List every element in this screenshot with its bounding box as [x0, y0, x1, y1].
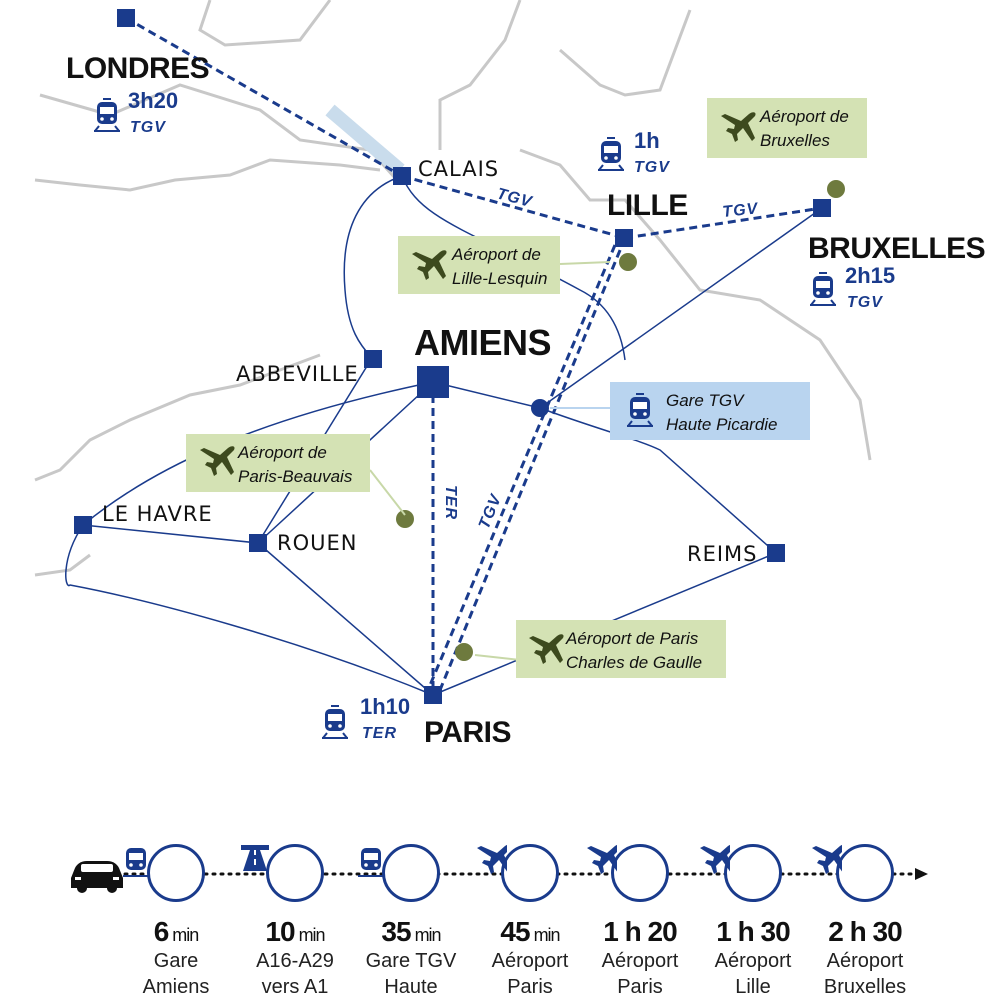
rail-lines [125, 16, 823, 695]
city-lille: LILLE [607, 189, 688, 222]
marker-paris [424, 686, 442, 704]
city-reims: REIMS [687, 542, 758, 566]
stop-duration: 45 min [500, 916, 560, 947]
car-icon [71, 861, 123, 893]
label-calais-lille: TGV [495, 185, 534, 211]
svg-text:3h20: 3h20 [128, 88, 178, 113]
svg-text:Aéroport de: Aéroport de [237, 443, 327, 462]
timeline-track [71, 861, 928, 893]
stop-label-line2: Amiens [142, 976, 210, 998]
label-amiens-paris: TER [442, 485, 459, 520]
airport-dots [396, 180, 845, 661]
duration-paris: 1h10 TER [321, 694, 410, 742]
stop-label-line2: Paris [617, 976, 663, 998]
callout-cdg-airport: Aéroport de Paris Charles de Gaulle [516, 620, 726, 678]
map: Aéroport de Bruxelles Aéroport de Lille-… [34, 0, 986, 749]
duration-londres: 3h20 TGV [93, 88, 178, 136]
callout-beauvais-airport: Aéroport de Paris-Beauvais [186, 434, 370, 492]
svg-text:Aéroport de: Aéroport de [759, 107, 849, 126]
stop-label-line1: Aéroport [491, 950, 569, 972]
callout-gare-tgv: Gare TGV Haute Picardie [610, 382, 810, 440]
city-le-havre: LE HAVRE [102, 502, 213, 526]
city-bruxelles: BRUXELLES [808, 232, 985, 265]
stop-duration: 2 h 30 [828, 916, 902, 947]
marker-abbeville [364, 350, 382, 368]
marker-londres [117, 9, 135, 27]
stop-label-line2: Paris [507, 976, 553, 998]
stop-label-line1: Gare TGV [365, 950, 457, 972]
stop-label-line2: Lille [735, 976, 771, 998]
plane-icon [700, 844, 782, 902]
stop-label-line1: Aéroport [601, 950, 679, 972]
train-icon [358, 844, 440, 902]
svg-text:Lille-Lesquin: Lille-Lesquin [452, 269, 547, 288]
svg-text:Haute Picardie: Haute Picardie [666, 415, 778, 434]
stop-duration: 1 h 30 [716, 916, 790, 947]
stop-label-line1: Aéroport [714, 950, 792, 972]
svg-text:1h: 1h [634, 128, 660, 153]
plane-icon [477, 844, 559, 902]
marker-lille [615, 229, 633, 247]
plane-icon [812, 844, 894, 902]
stop-label-line1: Gare [153, 950, 199, 972]
stop-duration: 6 min [153, 916, 200, 947]
stop-label-line2: vers A1 [261, 976, 329, 998]
stop-label-line2: Haute [384, 976, 438, 998]
duration-lille: 1h TGV [597, 128, 670, 176]
city-rouen: ROUEN [277, 531, 357, 555]
marker-reims [767, 544, 785, 562]
callout-lille-airport: Aéroport de Lille-Lesquin [398, 236, 560, 294]
stop-duration: 1 h 20 [603, 916, 677, 947]
marker-le-havre [74, 516, 92, 534]
svg-text:Paris-Beauvais: Paris-Beauvais [238, 467, 353, 486]
svg-text:Bruxelles: Bruxelles [760, 131, 830, 150]
city-paris: PARIS [424, 716, 511, 749]
channel-tunnel [325, 104, 405, 176]
marker-amiens [417, 366, 449, 398]
marker-rouen [249, 534, 267, 552]
city-londres: LONDRES [66, 52, 209, 85]
motorway-icon [241, 844, 324, 902]
callout-bruxelles-airport: Aéroport de Bruxelles [707, 98, 867, 158]
svg-text:TER: TER [362, 725, 397, 742]
svg-text:Charles de Gaulle: Charles de Gaulle [566, 653, 702, 672]
callout-connectors [369, 261, 611, 661]
svg-text:Aéroport de Paris: Aéroport de Paris [565, 629, 699, 648]
stop-label-line1: Aéroport [826, 950, 904, 972]
svg-text:Gare TGV: Gare TGV [666, 391, 745, 410]
stop-label-line2: Bruxelles [823, 976, 907, 998]
city-calais: CALAIS [418, 157, 499, 181]
gare-tgv-dot [531, 399, 549, 417]
svg-text:TGV: TGV [130, 119, 166, 136]
stop-label-line1: A16-A29 [256, 950, 334, 972]
city-markers [74, 9, 831, 704]
city-abbeville: ABBEVILLE [236, 362, 359, 386]
label-lille-bruxelles: TGV [722, 200, 760, 221]
svg-text:TGV: TGV [847, 294, 883, 311]
stop-duration: 10 min [265, 916, 325, 947]
marker-calais [393, 167, 411, 185]
svg-text:TGV: TGV [634, 159, 670, 176]
plane-icon [587, 844, 669, 902]
svg-text:1h10: 1h10 [360, 694, 410, 719]
duration-bruxelles: 2h15 TGV [809, 263, 895, 311]
marker-bruxelles [813, 199, 831, 217]
train-icon [123, 844, 205, 902]
svg-text:2h15: 2h15 [845, 263, 895, 288]
stop-duration: 35 min [381, 916, 441, 947]
label-gare-paris: TGV [476, 492, 505, 532]
city-amiens: AMIENS [414, 322, 551, 363]
svg-text:Aéroport de: Aéroport de [451, 245, 541, 264]
